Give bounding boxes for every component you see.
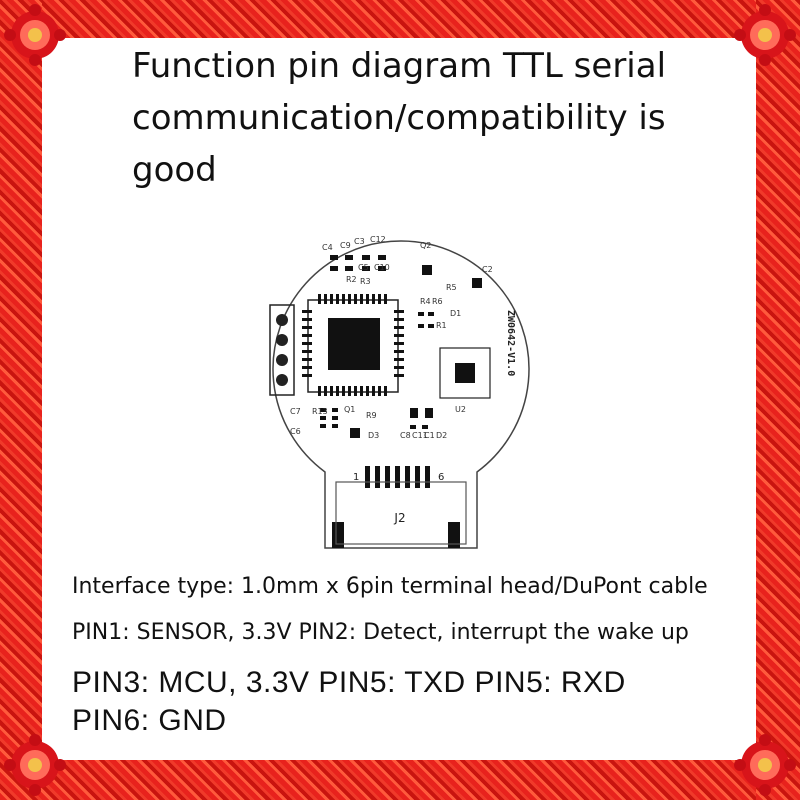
frame-top: [0, 0, 800, 38]
pcb-outline: [272, 240, 530, 549]
left-header: [269, 304, 295, 396]
j2-connector: [335, 481, 467, 545]
component-label-c8: C8: [400, 431, 411, 440]
pin-6-label: 6: [438, 472, 444, 483]
component-label-u2: U2: [455, 405, 466, 414]
pin-1-label: 1: [353, 472, 359, 483]
component-label-c1: C1: [424, 431, 435, 440]
component-label-r1: R1: [436, 321, 447, 330]
frame-bottom: [0, 760, 800, 800]
component-label-c4: C4: [322, 243, 333, 252]
component-label-r5: R5: [446, 283, 457, 292]
component-label-c10: C10: [374, 263, 390, 272]
main-chip-outline: [307, 299, 399, 393]
pin6-text: PIN6: GND: [72, 704, 227, 737]
corner-flower-icon: [4, 4, 66, 66]
component-label-d1: D1: [450, 309, 461, 318]
component-label-r3: R3: [360, 277, 371, 286]
pin3-pin5-text: PIN3: MCU, 3.3V PIN5: TXD PIN5: RXD: [72, 666, 626, 699]
component-label-q2: Q2: [420, 241, 431, 250]
main-chip: [328, 318, 380, 370]
component-label-c6: C6: [290, 427, 301, 436]
pin1-pin2-text: PIN1: SENSOR, 3.3V PIN2: Detect, interru…: [72, 620, 689, 645]
component-label-r6: R6: [432, 297, 443, 306]
u2-chip: [455, 363, 475, 383]
interface-type-text: Interface type: 1.0mm x 6pin terminal he…: [72, 574, 708, 599]
corner-flower-icon: [734, 4, 796, 66]
component-label-c11: C11: [412, 431, 428, 440]
component-label-c12: C12: [370, 235, 386, 244]
component-label-q1: Q1: [344, 405, 355, 414]
corner-flower-icon: [4, 734, 66, 796]
component-label-d3: D3: [368, 431, 379, 440]
component-label-r13: R13: [312, 407, 328, 416]
frame-left: [0, 0, 42, 800]
component-label-r2: R2: [346, 275, 357, 284]
corner-flower-icon: [734, 734, 796, 796]
component-label-d2: D2: [436, 431, 447, 440]
component-label-c3: C3: [354, 237, 365, 246]
component-label-r4: R4: [420, 297, 431, 306]
board-model-label: ZW0642-V1.0: [505, 310, 516, 376]
j2-label: J2: [393, 511, 405, 525]
component-label-r9: R9: [366, 411, 377, 420]
component-label-c7: C7: [290, 407, 301, 416]
frame-right: [756, 0, 800, 800]
component-label-c2: C2: [482, 265, 493, 274]
component-label-c5: C5: [358, 263, 369, 272]
component-label-c9: C9: [340, 241, 351, 250]
page-title: Function pin diagram TTL serial communic…: [132, 46, 667, 190]
u2-chip-outline: [439, 347, 491, 399]
